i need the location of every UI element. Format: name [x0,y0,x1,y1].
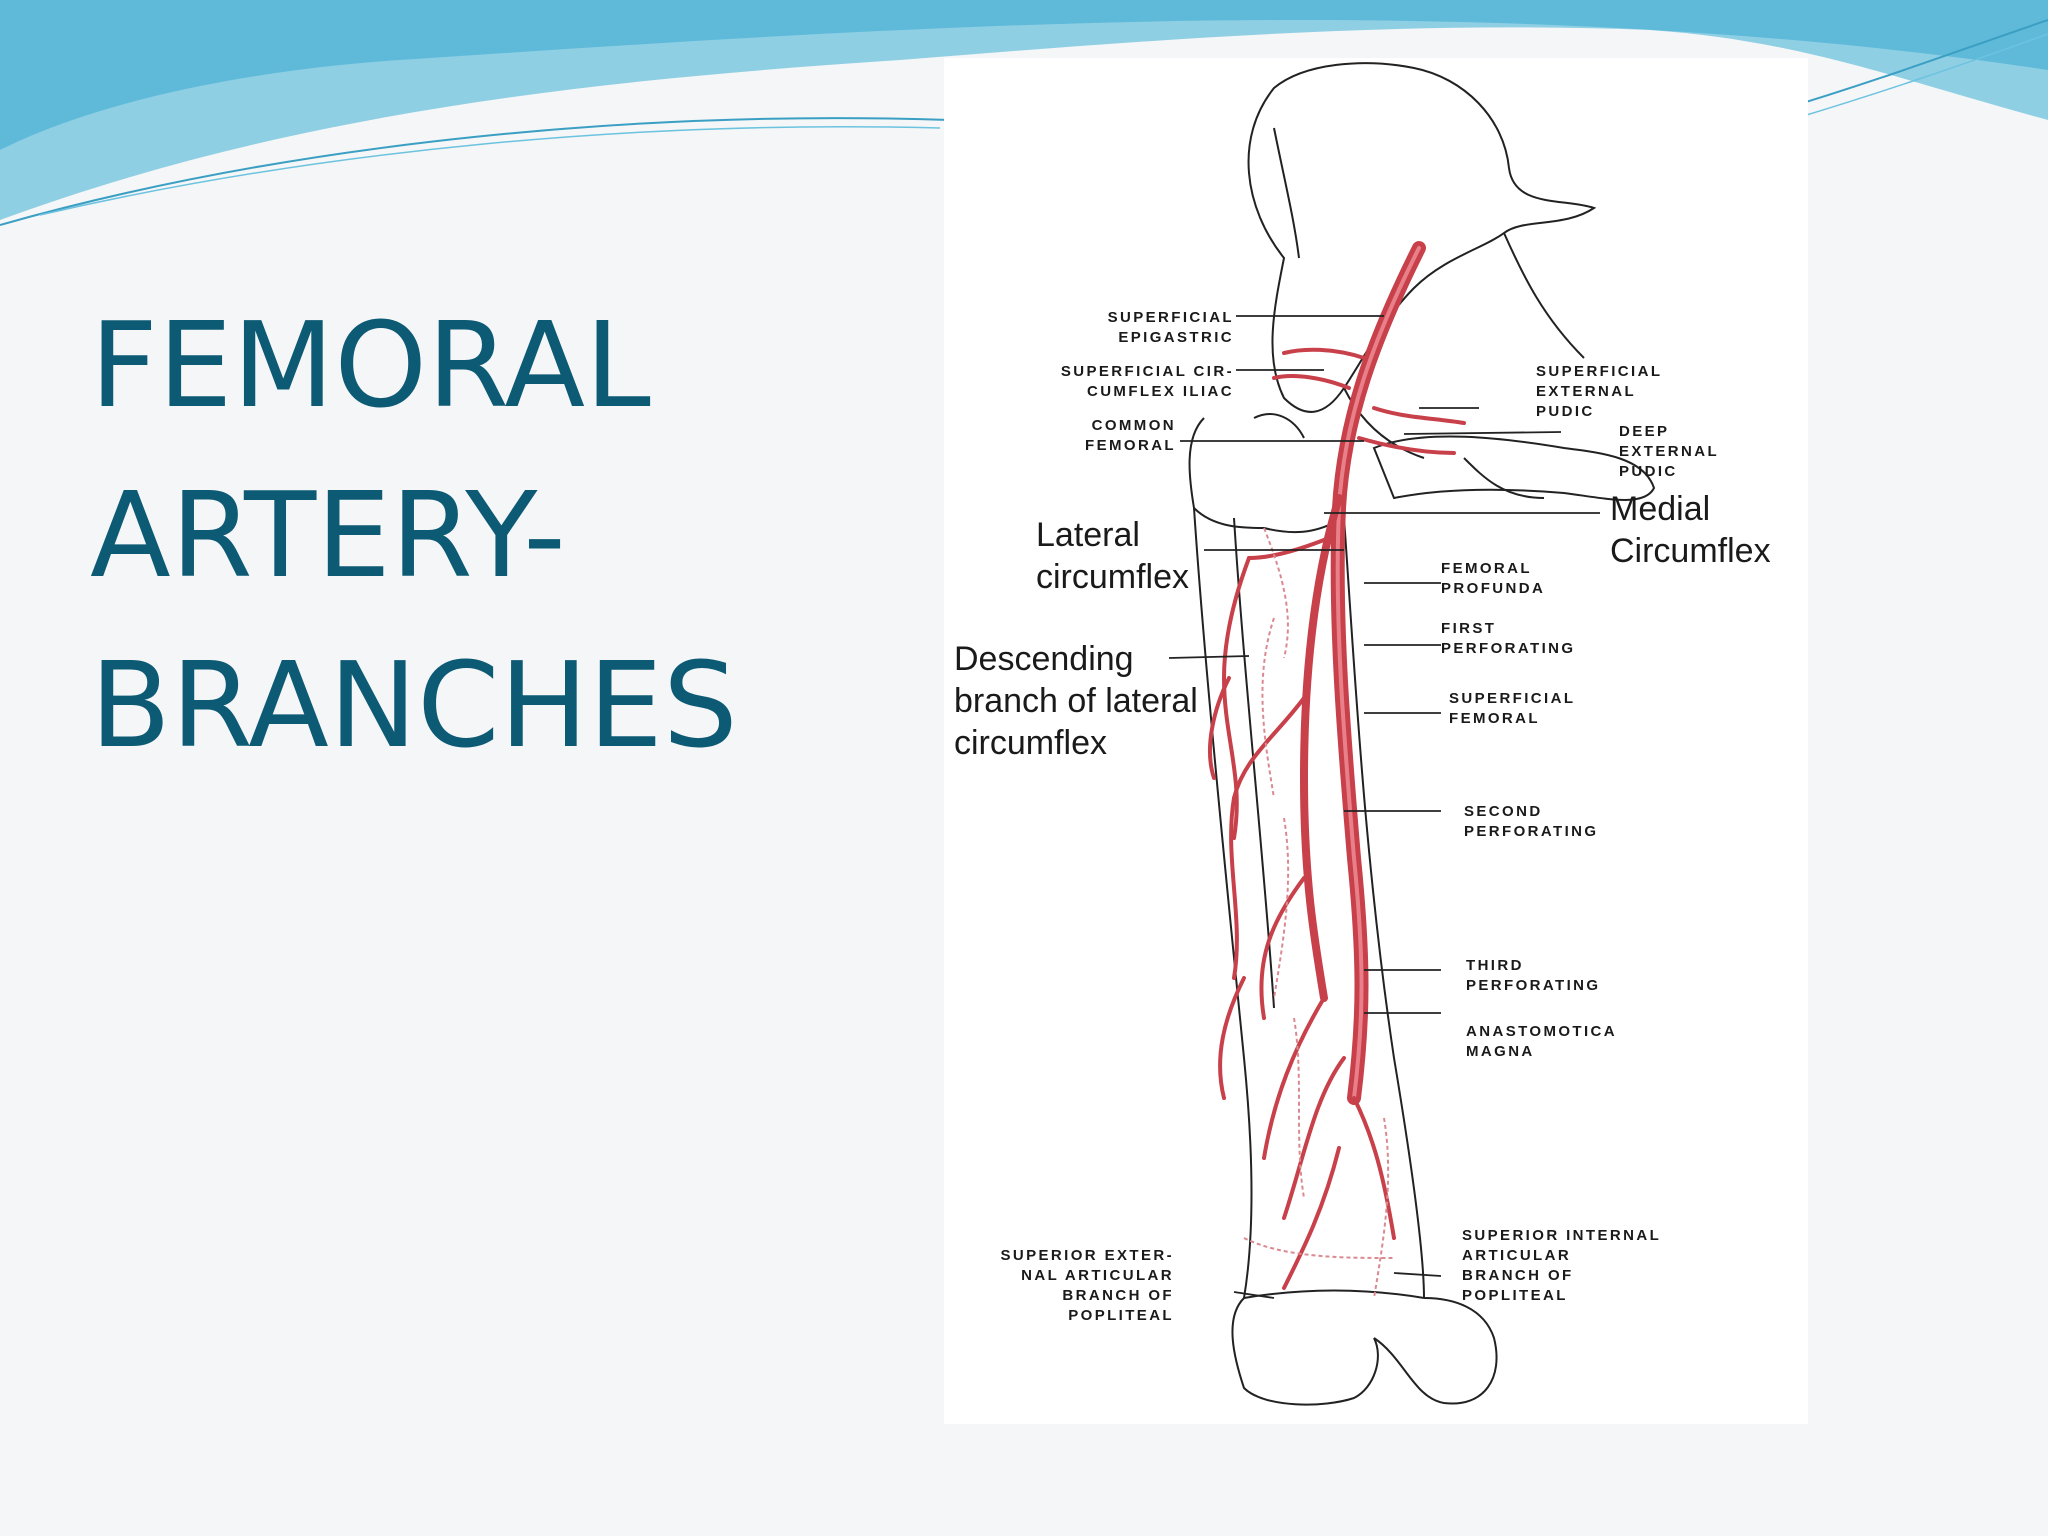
label-superficial-circumflex-iliac-1: SUPERFICIAL CIR- [1061,363,1234,380]
pubis-outline [1372,435,1656,501]
small-labels: SUPERFICIAL EPIGASTRIC SUPERFICIAL CIR- … [1000,309,1719,1324]
anastomotic-vessels [1243,527,1395,1299]
label-femoral-profunda-1: FEMORAL [1441,560,1532,577]
label-lateral-circumflex-1: Lateral [1036,516,1140,554]
label-superior-external-articular-4: POPLITEAL [1068,1307,1174,1324]
label-lateral-circumflex-2: circumflex [1036,558,1189,596]
slide-title: FEMORAL ARTERY- BRANCHES [90,280,850,790]
label-superficial-circumflex-iliac-2: CUMFLEX ILIAC [1087,383,1234,400]
title-line-3: BRANCHES [90,636,738,774]
artery-branches [1207,347,1466,1290]
label-superior-internal-articular-2: ARTICULAR [1462,1247,1571,1264]
label-second-perforating-1: SECOND [1464,803,1543,820]
label-descending-branch-3: circumflex [954,724,1107,762]
label-superficial-external-pudic-2: EXTERNAL [1536,383,1636,400]
label-superior-internal-articular-3: BRANCH OF [1462,1267,1574,1284]
label-superior-external-articular-2: NAL ARTICULAR [1021,1267,1174,1284]
label-common-femoral-2: FEMORAL [1085,437,1176,454]
background-wave [0,0,2048,226]
label-superficial-femoral-1: SUPERFICIAL [1449,690,1575,707]
label-deep-external-pudic-3: PUDIC [1619,463,1678,480]
label-first-perforating-1: FIRST [1441,620,1496,637]
label-superficial-epigastric-1: SUPERFICIAL [1108,309,1234,326]
femoral-artery-figure: SUPERFICIAL EPIGASTRIC SUPERFICIAL CIR- … [944,58,1808,1424]
label-femoral-profunda-2: PROFUNDA [1441,580,1545,597]
title-line-1: FEMORAL [90,296,651,434]
label-medial-circumflex-2: Circumflex [1610,532,1771,570]
femoral-artery [1330,241,1426,1105]
label-superficial-femoral-2: FEMORAL [1449,710,1540,727]
femur-condyles-outline [1231,1289,1498,1406]
femur-artery-diagram: SUPERFICIAL EPIGASTRIC SUPERFICIAL CIR- … [954,62,1771,1406]
femur-head-outline [1188,413,1345,534]
label-anastomotica-magna-1: ANASTOMOTICA [1466,1023,1617,1040]
label-superficial-external-pudic-3: PUDIC [1536,403,1595,420]
label-second-perforating-2: PERFORATING [1464,823,1598,840]
label-superficial-epigastric-2: EPIGASTRIC [1118,329,1234,346]
label-first-perforating-2: PERFORATING [1441,640,1575,657]
label-descending-branch-1: Descending [954,640,1134,678]
profunda-artery [1299,494,1343,1002]
label-common-femoral-1: COMMON [1092,417,1176,434]
leader-lines [1168,315,1600,1299]
large-labels: Lateral circumflex Descending branch of … [954,490,1771,762]
label-descending-branch-2: branch of lateral [954,682,1198,720]
label-superior-internal-articular-1: SUPERIOR INTERNAL [1462,1227,1661,1244]
label-anastomotica-magna-2: MAGNA [1466,1043,1535,1060]
label-superior-external-articular-1: SUPERIOR EXTER- [1000,1247,1174,1264]
label-superior-external-articular-3: BRANCH OF [1062,1287,1174,1304]
label-deep-external-pudic-1: DEEP [1619,423,1669,440]
label-third-perforating-1: THIRD [1466,957,1524,974]
label-medial-circumflex-1: Medial [1610,490,1710,528]
label-third-perforating-2: PERFORATING [1466,977,1600,994]
title-line-2: ARTERY- [90,466,566,604]
label-superficial-external-pudic-1: SUPERFICIAL [1536,363,1662,380]
label-deep-external-pudic-2: EXTERNAL [1619,443,1719,460]
label-superior-internal-articular-4: POPLITEAL [1462,1287,1568,1304]
